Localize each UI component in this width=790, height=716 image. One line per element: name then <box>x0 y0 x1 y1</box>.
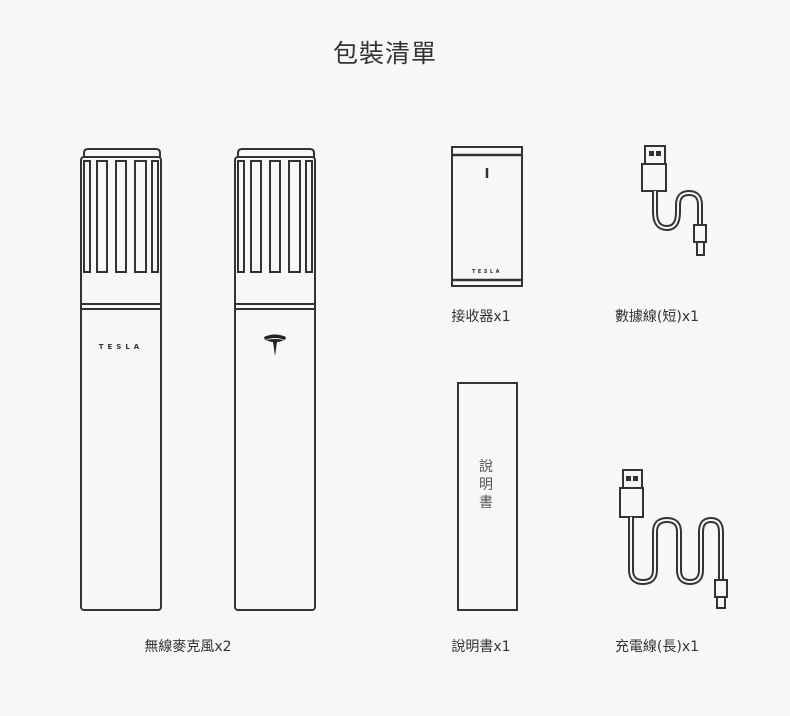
tesla-wordmark: TESLA <box>99 343 143 351</box>
tesla-logo-icon <box>264 334 286 356</box>
item-label-short-cable: 數據線(短)x1 <box>614 309 700 325</box>
short-usb-cable-icon <box>641 145 707 256</box>
item-label-manual: 說明書x1 <box>451 639 511 655</box>
tesla-wordmark: TESLA <box>472 269 502 275</box>
item-label-long-cable: 充電線(長)x1 <box>614 639 700 655</box>
manual <box>457 382 518 611</box>
item-label-receiver: 接收器x1 <box>451 309 511 325</box>
microphone-tesla-wordmark: TESLA <box>80 148 162 611</box>
long-usb-cable-icon <box>619 469 728 609</box>
manual-cover-text: 說明書 <box>479 459 493 511</box>
page-title: 包裝清單 <box>332 39 437 68</box>
item-label-microphones: 無線麥克風x2 <box>144 639 232 655</box>
receiver: TESLA <box>451 146 523 287</box>
microphone-tesla-logo <box>234 148 316 611</box>
